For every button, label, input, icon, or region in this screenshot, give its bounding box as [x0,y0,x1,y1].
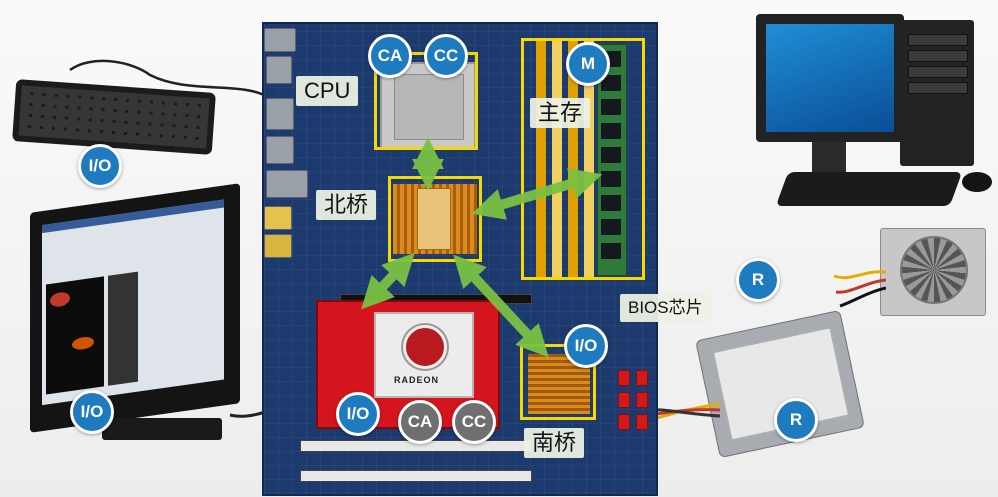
monitor-right [756,14,904,142]
label-south-bridge: 南桥 [524,428,585,458]
label-north-bridge: 北桥 [316,190,377,220]
sata-port [618,370,630,386]
badge-io-southbridge: I/O [564,324,608,368]
label-bios-chip: BIOS芯片 [620,294,711,322]
rear-port [266,98,294,130]
badge-r-bios: R [736,258,780,302]
audio-jack [264,234,292,258]
rear-port [266,136,294,164]
ram-slot [568,38,578,278]
rear-port [266,170,308,198]
power-supply-wires [833,270,886,308]
south-bridge-highlight [520,344,596,420]
badge-io-keyboard: I/O [78,144,122,188]
pc-tower [900,20,974,166]
monitor-left [30,183,240,433]
rear-port [266,56,292,84]
sata-port [618,392,630,408]
ram-slot [536,38,546,278]
north-bridge-chip [417,188,451,250]
graphics-card-logo [403,325,447,369]
badge-ca-gpu: CA [398,400,442,444]
badge-io-gpu: I/O [336,392,380,436]
audio-jack [264,206,292,230]
pci-slot [300,470,532,482]
memory-highlight [521,38,645,280]
sata-port [636,414,648,430]
ram-module [597,44,627,276]
badge-m-memory: M [566,42,610,86]
keyboard-left [12,79,216,155]
sata-port [636,392,648,408]
badge-cc-cpu: CC [424,34,468,78]
sata-port [636,370,648,386]
badge-ca-cpu: CA [368,34,412,78]
badge-cc-gpu: CC [452,400,496,444]
ram-slot [584,38,594,278]
badge-io-monitor: I/O [70,390,114,434]
monitor-left-stand [102,418,222,440]
keyboard-right [775,172,963,206]
graphics-card-brand: RADEON [394,375,440,385]
sata-port [618,414,630,430]
label-cpu: CPU [296,76,359,106]
cpu-chip [380,62,476,150]
power-supply-fan [900,236,968,304]
rear-port [264,28,296,52]
ram-slot [552,38,562,278]
badge-r-disk: R [774,398,818,442]
mouse [962,172,992,192]
north-bridge-highlight [388,176,482,262]
label-main-memory: 主存 [530,98,591,128]
